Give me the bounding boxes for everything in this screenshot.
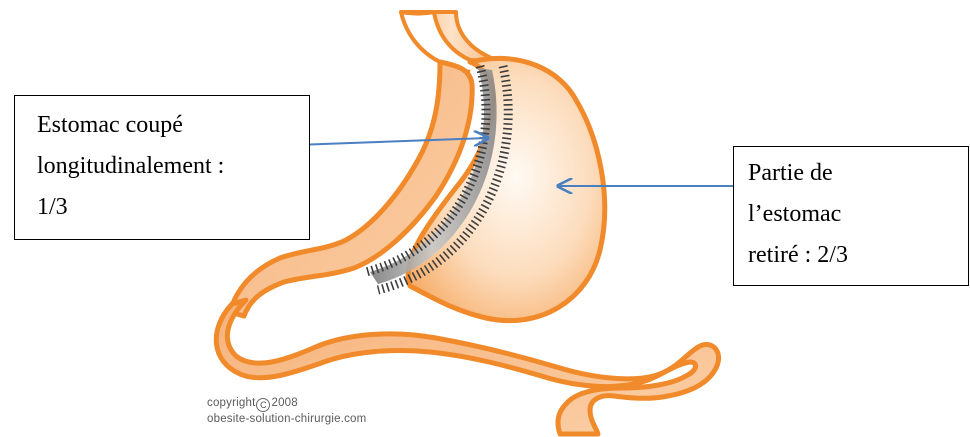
label-sleeve-line-1: Estomac coupé [37, 105, 309, 146]
label-sleeve-part: Estomac coupé longitudinalement : 1/3 [14, 95, 310, 240]
copyright-prefix: copyright [207, 397, 255, 409]
esophagus [401, 12, 502, 62]
label-sleeve-line-2: longitudinalement : [37, 146, 309, 187]
label-removed-line-1: Partie de [748, 153, 968, 194]
copyright-line-2: obesite-solution-chirurgie.com [207, 412, 366, 426]
label-removed-part: Partie de l’estomac retiré : 2/3 [733, 146, 969, 286]
copyright-symbol: C [256, 398, 270, 412]
copyright-year: 2008 [271, 397, 297, 409]
label-sleeve-line-3: 1/3 [37, 187, 309, 228]
label-removed-line-2: l’estomac [748, 194, 968, 235]
label-removed-line-3: retiré : 2/3 [748, 235, 968, 276]
